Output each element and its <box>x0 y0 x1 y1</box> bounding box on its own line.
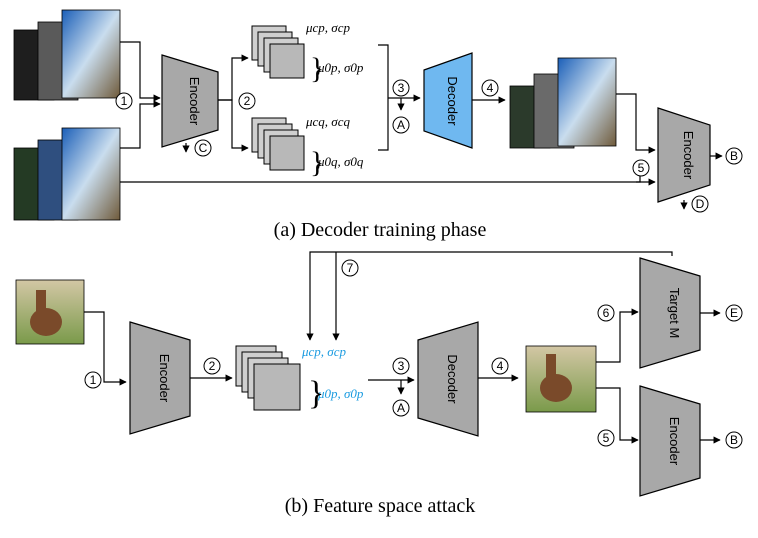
reconstructed-images <box>509 57 617 149</box>
encoder-a-label: Encoder <box>187 77 202 126</box>
brace-p: } <box>310 52 324 85</box>
feature-stack-q <box>251 117 305 171</box>
step-2-b-label: 2 <box>209 359 216 373</box>
step-4-b-label: 4 <box>497 359 504 373</box>
step-6-label: 6 <box>603 306 610 320</box>
step-5-a <box>632 159 650 177</box>
feature-stack-p <box>251 25 305 79</box>
step-5-a-label: 5 <box>638 161 645 175</box>
step-2-a-label: 2 <box>244 94 251 108</box>
encoder-a2 <box>657 107 711 203</box>
output-B-b <box>725 431 743 449</box>
encoder-b <box>129 321 191 435</box>
step-4-a-label: 4 <box>487 81 494 95</box>
output-A-a-label: A <box>397 118 405 132</box>
stat-b-c: μcp, σcp <box>301 344 346 359</box>
output-B-a-label: B <box>730 149 738 163</box>
step-1-a-label: 1 <box>121 94 128 108</box>
decoder-b-label: Decoder <box>445 354 460 404</box>
output-A-b <box>392 399 410 417</box>
step-1-b-label: 1 <box>90 373 97 387</box>
step-3-b <box>392 357 410 375</box>
alpaca-output-image <box>525 345 597 413</box>
step-3-b-label: 3 <box>398 359 405 373</box>
target-model <box>639 257 701 369</box>
encoder-a <box>161 54 219 148</box>
output-A-a <box>392 116 410 134</box>
stat-p-0: μ0p, σ0p <box>317 60 364 75</box>
output-A-b-label: A <box>397 401 405 415</box>
output-C-label: C <box>199 141 208 155</box>
output-E <box>725 304 743 322</box>
style-images-top <box>13 9 121 101</box>
output-B-a <box>725 147 743 165</box>
feature-stack-b <box>235 345 301 411</box>
step-5-b <box>597 429 615 447</box>
brace-b: } <box>308 375 324 412</box>
step-4-b <box>491 357 509 375</box>
step-1-b <box>84 371 102 389</box>
step-2-b <box>203 357 221 375</box>
step-7-label: 7 <box>347 261 354 275</box>
decoder-a-label: Decoder <box>445 76 460 126</box>
output-D-label: D <box>696 197 705 211</box>
output-B-b-label: B <box>730 433 738 447</box>
output-D <box>691 195 709 213</box>
caption-a: (a) Decoder training phase <box>274 219 487 241</box>
output-C <box>194 139 212 157</box>
step-6 <box>597 304 615 322</box>
caption-b: (b) Feature space attack <box>285 495 475 517</box>
step-7 <box>341 259 359 277</box>
stat-p-c: μcp, σcp <box>305 20 350 35</box>
stat-b-0: μ0p, σ0p <box>317 386 364 401</box>
encoder-b2 <box>639 385 701 497</box>
encoder-a2-label: Encoder <box>681 131 696 180</box>
encoder-b-label: Encoder <box>157 354 172 403</box>
step-1-a <box>115 92 133 110</box>
step-3-a <box>392 79 410 97</box>
alpaca-input-image <box>15 279 85 345</box>
step-3-a-label: 3 <box>398 81 405 95</box>
decoder-b <box>417 321 479 437</box>
step-2-a <box>238 92 256 110</box>
step-5-b-label: 5 <box>603 431 610 445</box>
step-4-a <box>481 79 499 97</box>
encoder-b2-label: Encoder <box>667 417 682 466</box>
decoder-a <box>423 52 473 149</box>
output-E-label: E <box>730 306 738 320</box>
stat-q-0: μ0q, σ0q <box>317 154 364 169</box>
content-images-bottom <box>13 127 121 221</box>
stat-q-c: μcq, σcq <box>305 114 350 129</box>
target-model-label: Target M <box>667 288 682 339</box>
brace-q: } <box>310 146 324 179</box>
